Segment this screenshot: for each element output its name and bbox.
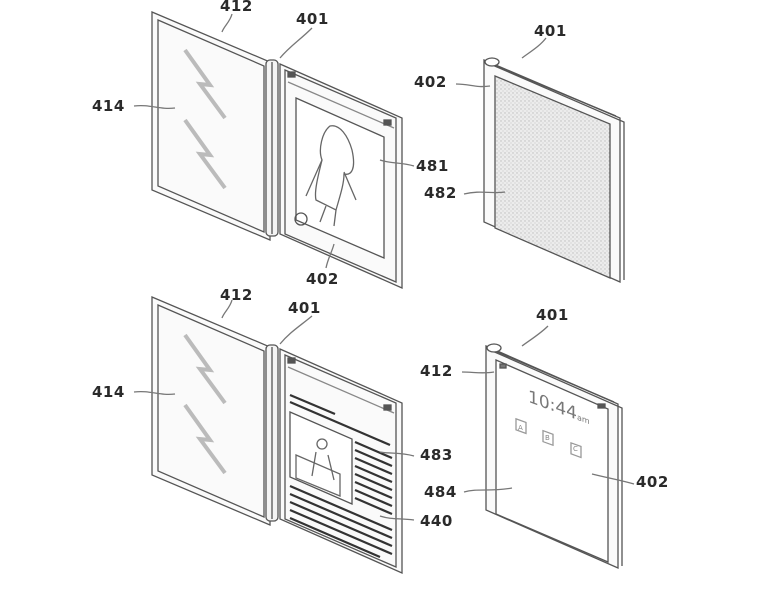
label-412-top: 412 (220, 0, 253, 15)
label-412-bottom-right: 412 (420, 362, 453, 380)
label-482: 482 (424, 184, 457, 202)
label-401-top-right: 401 (534, 22, 567, 40)
device-unfolded-article (151, 296, 403, 574)
label-414-top: 414 (92, 97, 125, 115)
label-481: 481 (416, 157, 449, 175)
lock-button-b[interactable]: B (545, 434, 550, 442)
label-402-top-left: 402 (306, 270, 339, 288)
device-folded-textured (483, 57, 625, 283)
label-440: 440 (420, 512, 453, 530)
label-401-bottom-left: 401 (288, 299, 321, 317)
time-suffix: am (577, 412, 590, 427)
label-402-bottom-right: 402 (636, 473, 669, 491)
label-401-bottom-right: 401 (536, 306, 569, 324)
label-484: 484 (424, 483, 457, 501)
label-401-top-left: 401 (296, 10, 329, 28)
device-folded-lockscreen (485, 343, 623, 569)
lock-button-a[interactable]: A (518, 424, 523, 432)
device-unfolded-image (151, 11, 403, 289)
label-412-bottom: 412 (220, 286, 253, 304)
lock-button-c[interactable]: C (573, 445, 578, 453)
label-414-bottom: 414 (92, 383, 125, 401)
label-402-top-right: 402 (414, 73, 447, 91)
label-483: 483 (420, 446, 453, 464)
